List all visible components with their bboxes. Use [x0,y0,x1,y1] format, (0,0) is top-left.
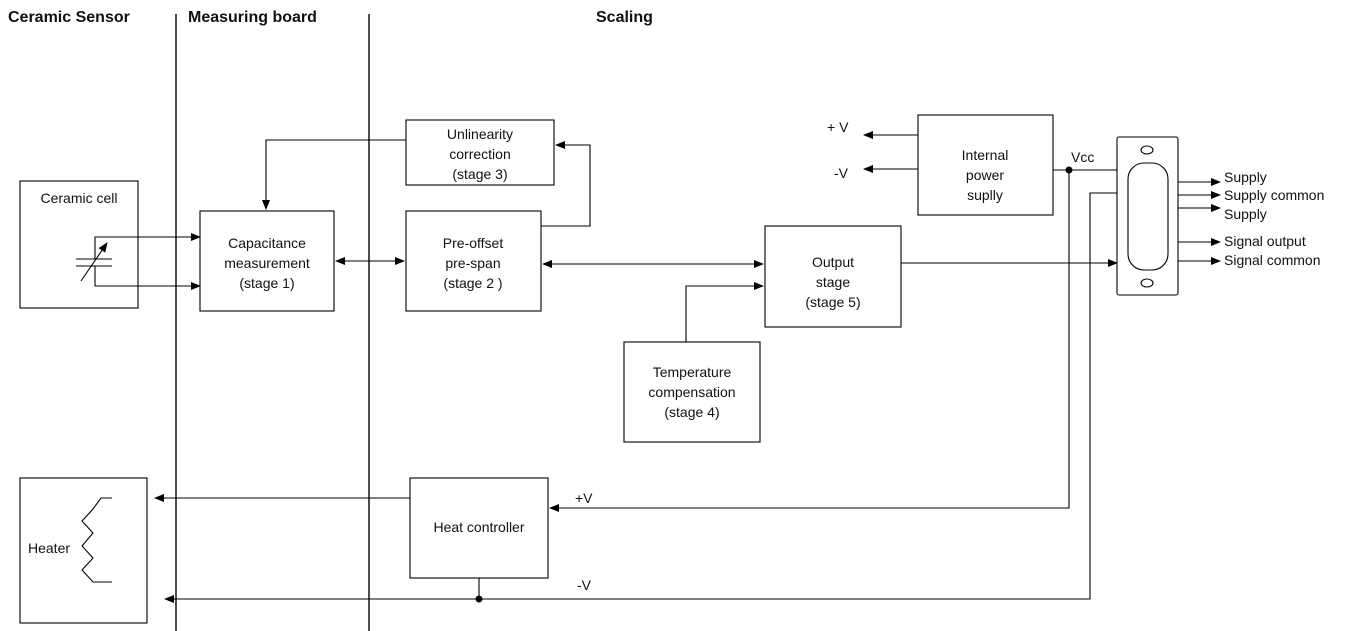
heater-resistor-symbol [81,497,112,583]
power-line-2: power [966,167,1004,183]
unlinearity-line-1: Unlinearity [447,126,513,142]
preoffset-line-3: (stage 2 ) [443,275,502,291]
pin-label-supply-1: Supply [1224,169,1267,185]
preoffset-line-1: Pre-offset [443,235,504,251]
preoffset-block [405,210,542,312]
pin-label-signal-common: Signal common [1224,252,1321,268]
heater-block [19,477,148,624]
ground-junction [475,595,483,603]
vcc-label: Vcc [1071,149,1094,165]
heat-controller-block [409,477,549,579]
plus-v-bottom-label: +V [575,490,593,506]
heat-controller-label: Heat controller [433,519,524,535]
pin-label-signal-output: Signal output [1224,233,1306,249]
unlinearity-to-capacitance-arrow [262,139,406,210]
dsub-connector [1116,136,1179,296]
section-measuring-board: Measuring board [188,9,317,26]
output-line-2: stage [816,274,850,290]
capacitance-measurement-block [199,210,335,312]
unlinearity-block [405,119,555,186]
output-stage-block [764,225,902,328]
temperature-line-2: compensation [648,384,735,400]
capacitance-line-2: measurement [224,255,310,271]
capacitance-line-3: (stage 1) [239,275,294,291]
plus-v-top-label: + V [827,119,849,135]
power-line-3: suplly [967,187,1003,203]
minus-v-return-arrow [164,192,1117,603]
unlinearity-line-3: (stage 3) [452,166,507,182]
power-supply-block [917,114,1054,216]
ceramic-cell-label: Ceramic cell [40,190,117,206]
output-line-1: Output [812,254,854,270]
preoffset-to-unlinearity-arrow [541,141,591,227]
vcc-to-heat-controller-arrow [549,170,1070,512]
temperature-line-1: Temperature [653,364,732,380]
power-line-1: Internal [962,147,1009,163]
capacitor-symbol [76,236,150,287]
section-scaling: Scaling [596,9,653,26]
unlinearity-line-2: correction [449,146,510,162]
preoffset-line-2: pre-span [445,255,500,271]
section-ceramic-sensor: Ceramic Sensor [8,9,130,26]
pin-label-supply-common: Supply common [1224,187,1324,203]
minus-v-bottom-label: -V [577,577,592,593]
minus-v-top-label: -V [834,165,849,181]
temperature-line-3: (stage 4) [664,404,719,420]
temperature-to-output-arrow [685,282,764,342]
pin-label-supply-2: Supply [1224,206,1267,222]
output-line-3: (stage 5) [805,294,860,310]
temperature-block [623,341,761,443]
heater-label: Heater [28,540,70,556]
ceramic-cell-block [19,180,139,309]
capacitance-line-1: Capacitance [228,235,306,251]
